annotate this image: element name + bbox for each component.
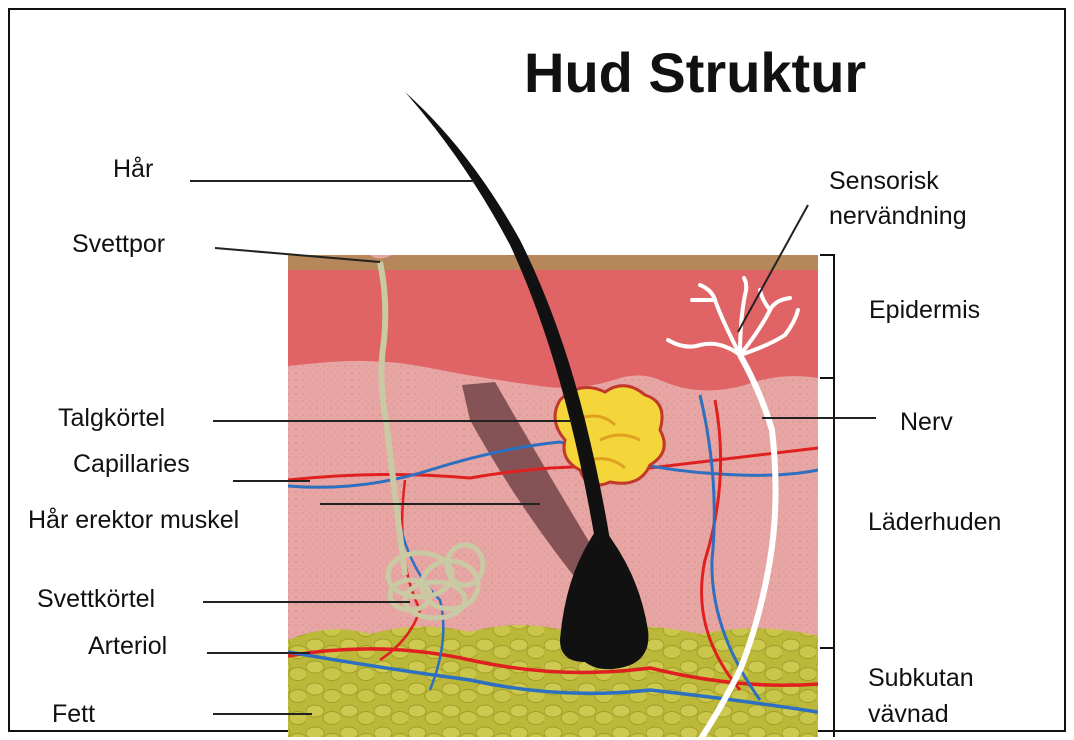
label-vavnad: vävnad: [868, 700, 949, 729]
label-har-erektor-muskel: Hår erektor muskel: [28, 506, 239, 535]
label-arteriol: Arteriol: [88, 632, 167, 661]
diagram-title: Hud Struktur: [524, 40, 866, 105]
label-epidermis: Epidermis: [869, 296, 980, 325]
label-sensorisk: Sensorisk: [829, 167, 939, 196]
skin-surface: [288, 255, 818, 270]
label-svettkortel: Svettkörtel: [37, 585, 155, 614]
label-nervandning: nervändning: [829, 202, 967, 231]
label-capillaries: Capillaries: [73, 450, 190, 479]
label-talgkortel: Talgkörtel: [58, 404, 165, 433]
label-fett: Fett: [52, 700, 95, 729]
label-laderhuden: Läderhuden: [868, 508, 1001, 537]
label-subkutan: Subkutan: [868, 664, 974, 693]
layer-brackets: [820, 255, 834, 737]
label-nerv: Nerv: [900, 408, 953, 437]
label-svettpor: Svettpor: [72, 230, 165, 259]
label-har: Hår: [113, 155, 153, 184]
